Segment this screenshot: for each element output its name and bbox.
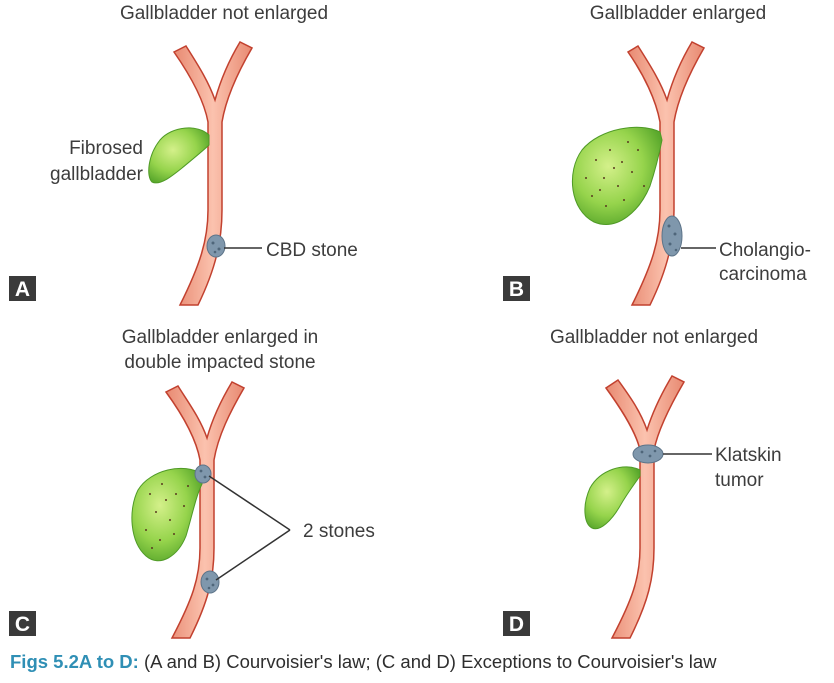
panel-c-stones-label: 2 stones: [303, 521, 375, 542]
panel-d-tumor-label-2: tumor: [715, 470, 764, 491]
panel-a-fibrosed-gallbladder: [148, 127, 210, 184]
panel-c-stone-2-leader: [215, 529, 291, 581]
figure-caption-prefix: Figs 5.2A to D:: [10, 651, 139, 672]
panel-c-stone-1-leader: [208, 475, 291, 531]
panel-b-tumor-label-2: carcinoma: [719, 264, 807, 285]
panel-c-heading-2: double impacted stone: [124, 352, 315, 373]
panel-b-cholangiocarcinoma: [661, 215, 683, 257]
panel-c-enlarged-gallbladder: [131, 467, 203, 562]
panel-a: Gallbladder not enlarged CBD stone Fibro…: [9, 3, 358, 306]
panel-c-gallbladder-speckles: [145, 483, 189, 549]
panel-d-heading: Gallbladder not enlarged: [550, 327, 758, 348]
panel-d-bile-duct: [604, 375, 686, 639]
panel-b-letter-box: [503, 276, 530, 301]
panel-c-stone-1: [194, 464, 212, 484]
panel-c-stone-2: [200, 570, 220, 594]
panel-b-enlarged-gallbladder: [571, 126, 663, 225]
panel-c: Gallbladder enlarged in double impacted …: [9, 327, 375, 639]
panel-a-gallbladder-label-1: Fibrosed: [69, 138, 143, 159]
panel-c-bile-duct: [164, 381, 246, 639]
panel-b-gallbladder-speckles: [585, 141, 645, 207]
figure-caption-text: (A and B) Courvoisier's law; (C and D) E…: [138, 651, 717, 672]
panel-a-letter: A: [15, 278, 30, 301]
panel-b-tumor-label-1: Cholangio-: [719, 240, 811, 261]
panel-c-letter-box: [9, 611, 36, 636]
panel-b-heading: Gallbladder enlarged: [590, 3, 766, 24]
panel-a-stone-label: CBD stone: [266, 240, 358, 261]
panel-a-letter-box: [9, 276, 36, 301]
panel-d: Gallbladder not enlarged Klatskin tumor …: [503, 327, 782, 639]
panel-a-cbd-stone: [206, 234, 226, 258]
panel-b-letter: B: [509, 278, 524, 301]
panel-b: Gallbladder enlarged Cholangio- carcinom…: [503, 3, 811, 306]
panel-d-letter: D: [509, 613, 524, 636]
panel-a-bile-duct: [172, 41, 254, 306]
panel-d-letter-box: [503, 611, 530, 636]
panel-c-heading-1: Gallbladder enlarged in: [122, 327, 318, 348]
panel-c-letter: C: [15, 613, 30, 636]
panel-a-heading: Gallbladder not enlarged: [120, 3, 328, 24]
figure-caption: Figs 5.2A to D: (A and B) Courvoisier's …: [10, 651, 717, 673]
panel-d-tumor-label-1: Klatskin: [715, 445, 782, 466]
panel-a-gallbladder-label-2: gallbladder: [50, 164, 144, 185]
panel-d-gallbladder: [584, 466, 641, 530]
panel-d-klatskin-tumor: [632, 444, 664, 464]
